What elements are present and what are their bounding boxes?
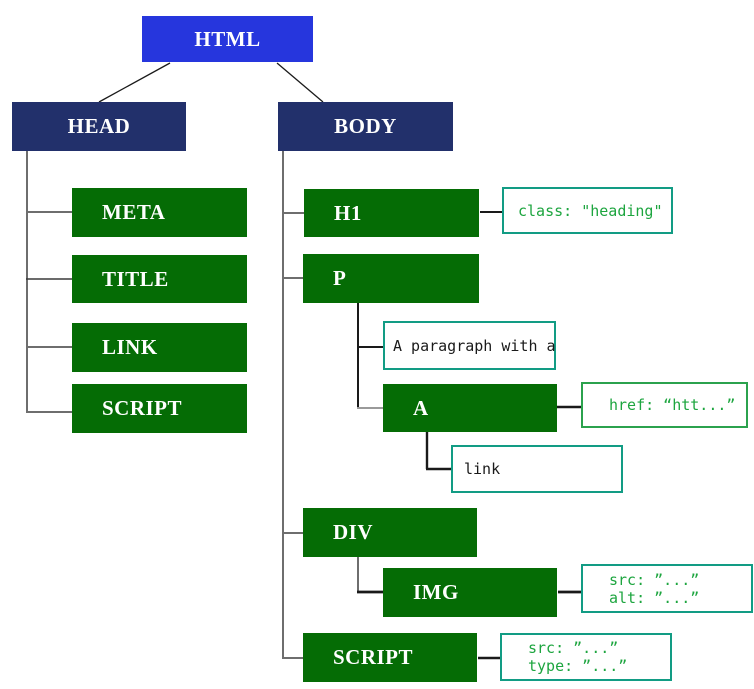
node-p: P xyxy=(303,254,479,303)
node-img: IMG xyxy=(383,568,557,617)
node-a-label: A xyxy=(413,395,429,420)
node-div-label: DIV xyxy=(333,520,374,544)
node-meta-label: META xyxy=(102,200,166,224)
node-link-label: LINK xyxy=(102,335,158,359)
node-link: LINK xyxy=(72,323,247,372)
node-script-head: SCRIPT xyxy=(72,384,247,433)
annotation-h1-class: class: "heading" xyxy=(502,187,673,234)
node-div: DIV xyxy=(303,508,477,557)
node-head: HEAD xyxy=(12,102,186,151)
node-body-label: BODY xyxy=(334,114,397,138)
node-p-label: P xyxy=(333,266,347,290)
node-script-head-label: SCRIPT xyxy=(102,396,183,420)
annotation-img-attrs: src: ”...” alt: ”...” xyxy=(581,564,753,613)
annotation-a-text: link xyxy=(451,445,623,493)
node-html-label: HTML xyxy=(194,26,261,51)
annotation-img-alt: alt: ”...” xyxy=(609,588,700,607)
node-h1-label: H1 xyxy=(334,200,362,225)
annotation-p-text: A paragraph with a xyxy=(383,321,556,370)
connector-html-body xyxy=(276,62,324,103)
node-title-label: TITLE xyxy=(102,266,169,291)
annotation-a-href-text: href: “htt...” xyxy=(609,396,736,414)
annotation-a-text-content: link xyxy=(464,460,501,478)
node-script-body: SCRIPT xyxy=(303,633,477,682)
node-head-label: HEAD xyxy=(67,114,131,138)
annotation-script-type: type: ”...” xyxy=(528,657,628,675)
node-meta: META xyxy=(72,188,247,237)
annotation-p-text-content: A paragraph with a xyxy=(393,336,556,355)
node-img-label: IMG xyxy=(413,580,459,604)
node-body: BODY xyxy=(278,102,453,151)
annotation-h1-class-text: class: "heading" xyxy=(518,201,663,220)
annotation-script-attrs: src: ”...” type: ”...” xyxy=(500,633,672,681)
annotation-script-src: src: ”...” xyxy=(528,639,619,657)
node-html: HTML xyxy=(142,16,313,62)
annotation-a-href: href: “htt...” xyxy=(581,382,748,428)
annotation-img-src: src: ”...” xyxy=(609,570,700,589)
node-a: A xyxy=(383,384,557,432)
node-h1: H1 xyxy=(304,189,479,237)
node-title: TITLE xyxy=(72,255,247,303)
connector-html-head xyxy=(98,62,171,103)
node-script-body-label: SCRIPT xyxy=(333,645,414,669)
